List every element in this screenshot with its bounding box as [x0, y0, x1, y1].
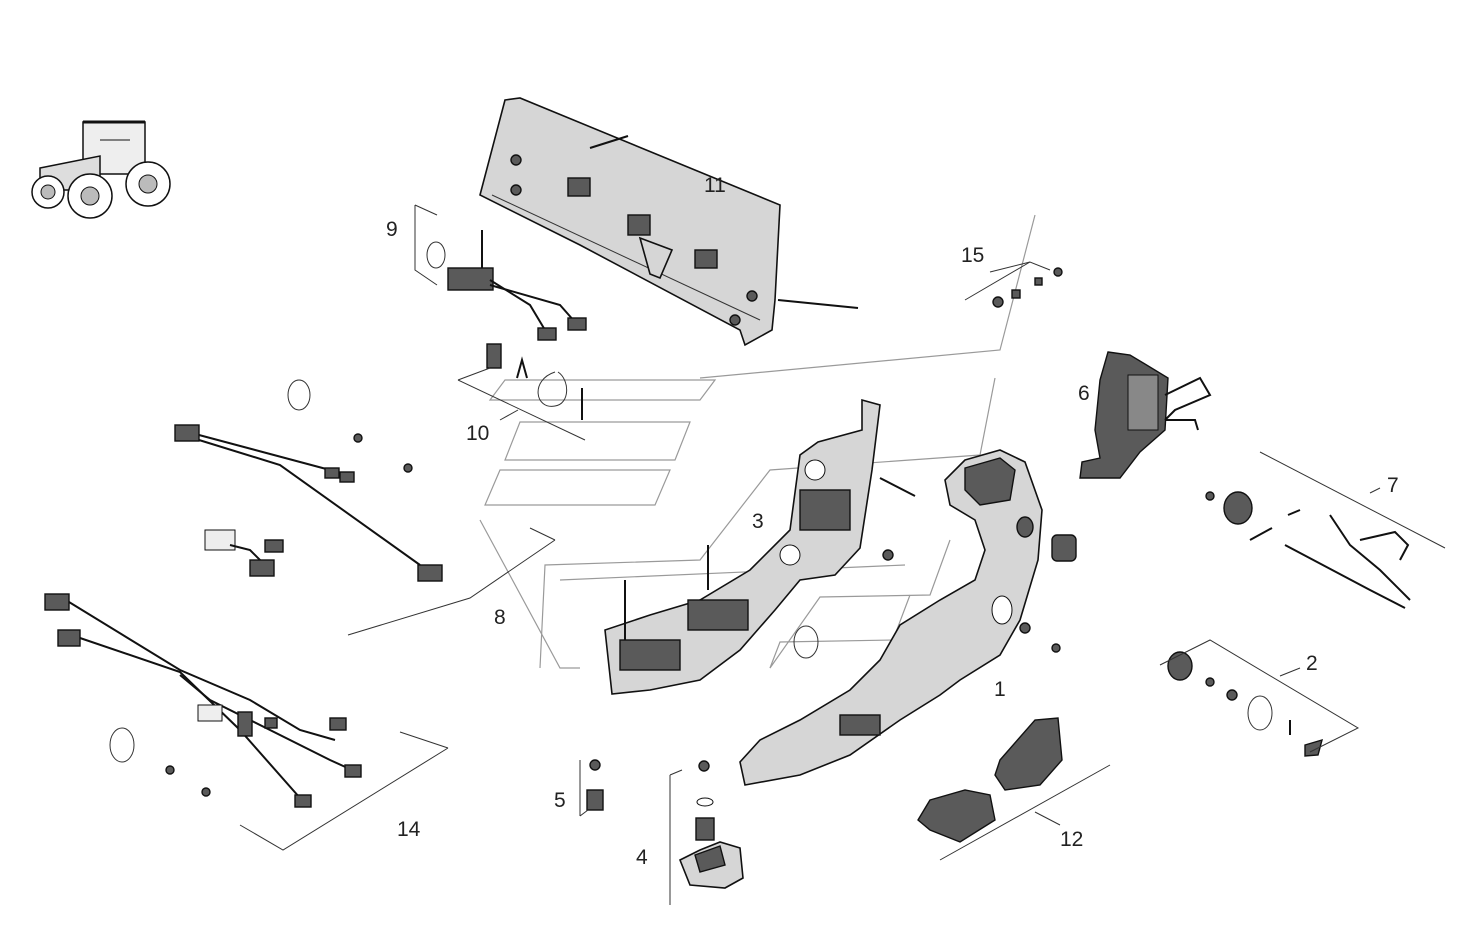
callout-8: 8 [494, 606, 506, 629]
part-7-rods [1205, 491, 1411, 609]
tractor-icon [31, 120, 171, 219]
part-4-pedal [678, 760, 744, 889]
callout-15: 15 [961, 244, 984, 267]
leader-lines [239, 204, 1446, 905]
callout-3: 3 [752, 510, 764, 533]
callout-labels: 1 2 3 4 5 6 7 8 9 10 11 12 14 15 [386, 174, 1399, 869]
callout-5: 5 [554, 789, 566, 812]
part-8-harness [174, 379, 443, 582]
part-9-switch [426, 230, 587, 341]
part-12-covers [917, 717, 1063, 843]
callout-6: 6 [1078, 382, 1090, 405]
part-15-screws [992, 267, 1063, 308]
part-2-clips [1167, 651, 1323, 757]
callout-7: 7 [1387, 474, 1399, 497]
callout-1: 1 [994, 678, 1006, 701]
part-14-harness [44, 593, 362, 808]
callout-11: 11 [704, 174, 726, 197]
ghost-outline-guides [479, 214, 1036, 669]
part-6-bracket [1079, 351, 1212, 479]
part-5-screw [586, 759, 604, 811]
callout-4: 4 [636, 846, 648, 869]
callout-10: 10 [466, 422, 489, 445]
callout-12: 12 [1060, 828, 1083, 851]
callout-2: 2 [1306, 652, 1318, 675]
part-1-console [739, 449, 1077, 786]
part-3-frame [604, 398, 916, 695]
callout-14: 14 [397, 818, 421, 841]
part-11-panel [479, 97, 859, 347]
part-10-springs [486, 343, 583, 420]
callout-9: 9 [386, 218, 398, 241]
